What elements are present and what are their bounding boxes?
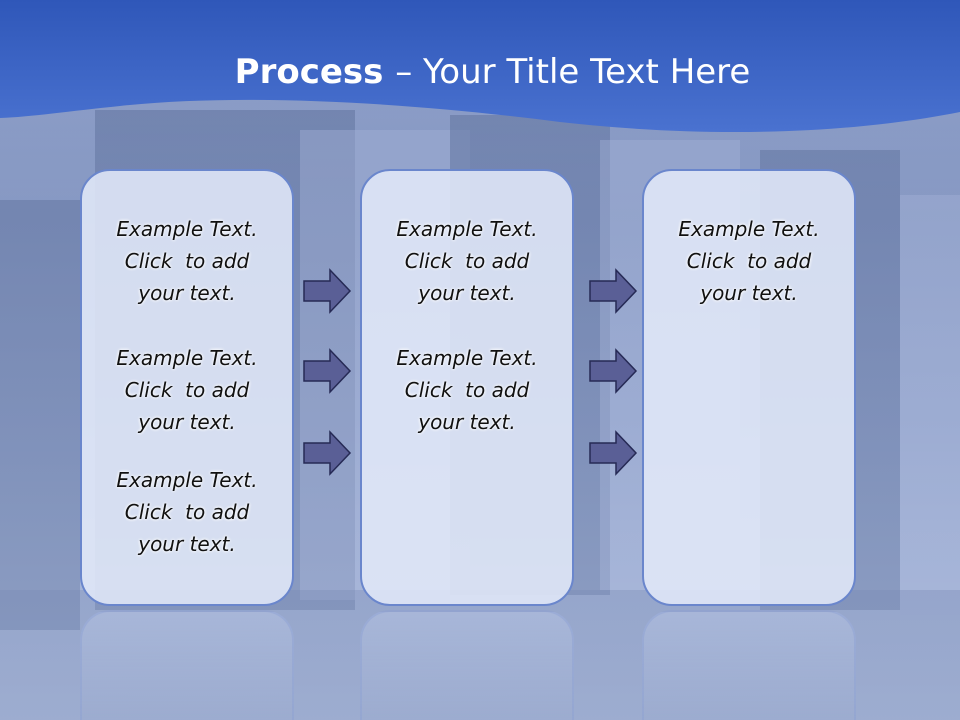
text-line: Example Text. [116, 346, 258, 370]
text-block[interactable]: Example Text. Click to add your text. [82, 213, 292, 309]
text-line: Example Text. [116, 217, 258, 241]
text-block[interactable]: Example Text. Click to add your text. [362, 342, 572, 438]
text-line: Click to add [404, 249, 530, 273]
text-block[interactable]: Example Text. Click to add your text. [82, 342, 292, 438]
text-line: Example Text. [396, 346, 538, 370]
text-line: your text. [418, 410, 516, 434]
text-line: your text. [700, 281, 798, 305]
right-arrow-icon[interactable] [588, 348, 638, 394]
box-reflection [642, 610, 856, 720]
text-line: Example Text. [396, 217, 538, 241]
text-line: Click to add [686, 249, 812, 273]
text-line: Click to add [124, 378, 250, 402]
text-line: your text. [418, 281, 516, 305]
ground-shape [0, 590, 960, 720]
text-line: Click to add [404, 378, 530, 402]
text-block[interactable]: Example Text. Click to add your text. [644, 213, 854, 309]
box-reflection [360, 610, 574, 720]
process-box-1[interactable]: Example Text. Click to add your text. Ex… [80, 169, 294, 606]
text-line: Example Text. [678, 217, 820, 241]
text-line: Click to add [124, 500, 250, 524]
title-bold: Process [234, 52, 396, 92]
right-arrow-icon[interactable] [302, 430, 352, 476]
text-block[interactable]: Example Text. Click to add your text. [362, 213, 572, 309]
slide-title[interactable]: Process – Your Title Text Here [0, 52, 960, 92]
text-line: your text. [138, 281, 236, 305]
text-block[interactable]: Example Text. Click to add your text. [82, 464, 292, 560]
process-box-2[interactable]: Example Text. Click to add your text. Ex… [360, 169, 574, 606]
building-shape [0, 200, 80, 630]
text-line: Example Text. [116, 468, 258, 492]
right-arrow-icon[interactable] [588, 268, 638, 314]
box-reflection [80, 610, 294, 720]
header-band [0, 0, 960, 133]
right-arrow-icon[interactable] [302, 268, 352, 314]
text-line: your text. [138, 410, 236, 434]
right-arrow-icon[interactable] [302, 348, 352, 394]
process-box-3[interactable]: Example Text. Click to add your text. [642, 169, 856, 606]
text-line: your text. [138, 532, 236, 556]
text-line: Click to add [124, 249, 250, 273]
building-shape [900, 195, 960, 615]
title-rest: – Your Title Text Here [395, 52, 751, 92]
right-arrow-icon[interactable] [588, 430, 638, 476]
